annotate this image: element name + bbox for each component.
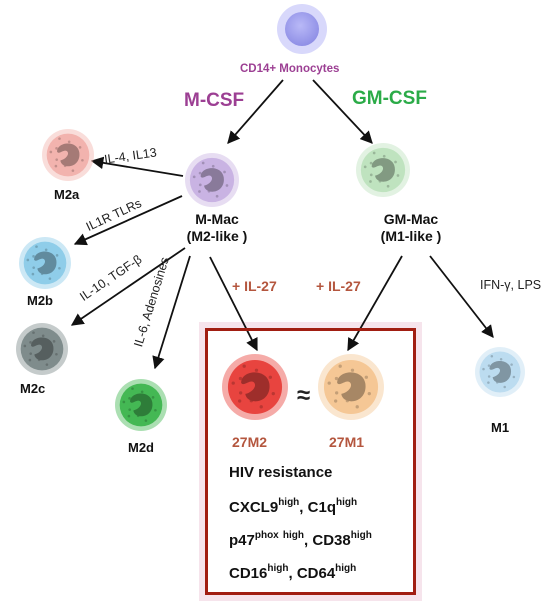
m-csf-label: M-CSF	[184, 90, 245, 111]
result-box	[205, 328, 416, 595]
m2a-label: M2a	[54, 187, 80, 202]
marker-c1q: C1q	[307, 499, 336, 516]
marker-cd64: CD64	[296, 565, 336, 582]
arrow-mmac-to-m2c	[70, 247, 186, 326]
marker-line-1: CXCL9high, C1qhigh	[229, 497, 357, 516]
marker-cd16: CD16	[229, 565, 268, 582]
gm-mac-label-line1: GM-Mac	[383, 211, 439, 227]
marker-line-1-sep: ,	[299, 499, 308, 516]
il27-left-label: + IL-27	[232, 278, 277, 294]
marker-cd16-sup: high	[267, 563, 289, 574]
m2b-cell-icon	[19, 237, 71, 289]
27m2-label: 27M2	[232, 434, 268, 450]
marker-cd38: CD38	[312, 532, 351, 549]
marker-p47-sup-phox: phox	[254, 530, 279, 541]
gm-mac-label-line2: (M1-like )	[380, 228, 442, 244]
gm-mac-label: GM-Mac (M1-like )	[370, 211, 452, 245]
m-mac-cell-icon	[185, 153, 239, 207]
marker-line-3-sep: ,	[288, 565, 297, 582]
m-mac-label-line2: (M2-like )	[186, 228, 248, 244]
m2c-cell-icon	[16, 323, 68, 375]
27m1-label: 27M1	[329, 434, 365, 450]
arrow-mmac-to-m2a	[90, 156, 184, 177]
m-mac-label-line1: M-Mac	[195, 211, 239, 227]
gm-csf-label: GM-CSF	[352, 88, 427, 109]
marker-line-2-sep: ,	[304, 532, 313, 549]
m1-label: M1	[491, 420, 510, 435]
arrow-mono-to-gmmac	[312, 79, 373, 144]
hiv-resistance-title: HIV resistance	[229, 464, 333, 481]
m2d-cell-icon	[115, 379, 167, 431]
marker-line-2: p47phox high, CD38high	[229, 530, 372, 549]
approx-symbol: ≈	[297, 382, 311, 409]
arrow-mmac-to-m2d	[152, 255, 191, 370]
27m2-cell-icon	[222, 354, 288, 420]
arrow-mmac-to-m2b	[73, 195, 183, 246]
il27-right-label: + IL-27	[316, 278, 361, 294]
27m1-cell-icon	[318, 354, 384, 420]
marker-line-3: CD16high, CD64high	[229, 563, 356, 582]
m2d-label: M2d	[128, 440, 154, 455]
arrow-gmmac-to-m1	[429, 255, 494, 338]
treatment-ifng-lps: IFN-γ, LPS	[480, 278, 542, 292]
gm-mac-cell-icon	[356, 143, 410, 197]
marker-cxcl9-sup: high	[278, 497, 300, 508]
marker-p47-sup-high: high	[282, 530, 305, 541]
m2c-label: M2c	[20, 381, 46, 396]
m-mac-label: M-Mac (M2-like )	[180, 211, 254, 245]
monocyte-label: CD14+ Monocytes	[240, 63, 340, 75]
m2a-cell-icon	[42, 129, 94, 181]
arrow-gmmac-to-27m1	[347, 255, 403, 352]
marker-cxcl9: CXCL9	[229, 499, 279, 516]
monocyte-cell-icon	[277, 4, 327, 54]
marker-p47: p47	[229, 532, 255, 549]
arrow-mono-to-mmac	[227, 79, 284, 144]
marker-cd38-sup: high	[350, 530, 372, 541]
marker-cd64-sup: high	[335, 563, 357, 574]
marker-c1q-sup: high	[335, 497, 358, 508]
m1-cell-icon	[475, 347, 525, 397]
arrow-mmac-to-27m2	[209, 256, 258, 352]
m2b-label: M2b	[27, 293, 53, 308]
